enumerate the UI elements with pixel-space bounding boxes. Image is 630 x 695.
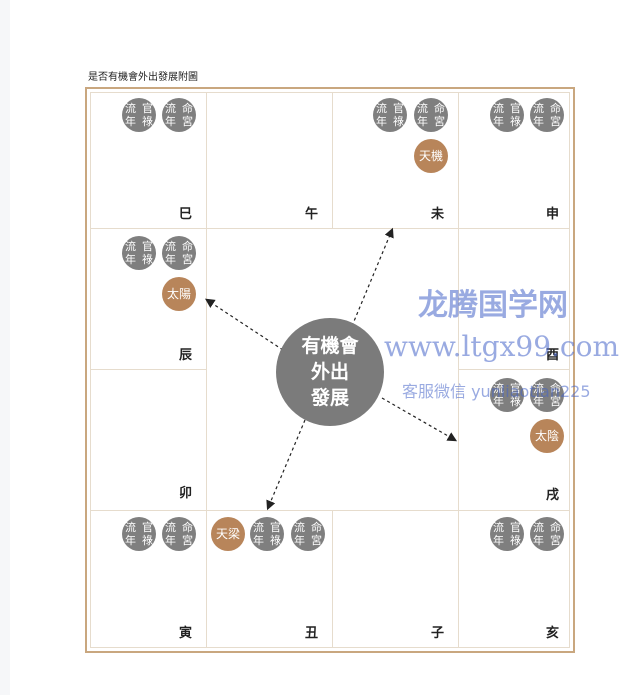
watermark-url: www.ltgx99.com xyxy=(384,330,620,363)
chart-outer-frame xyxy=(85,87,575,653)
badge-liunian-minggong: 流年命宮 xyxy=(530,98,564,132)
branch-label-chou: 丑 xyxy=(305,626,319,641)
badge-liunian-guanlu: 流年官祿 xyxy=(490,517,524,551)
arrow-to-wei xyxy=(351,227,394,327)
watermark-title: 龙腾国学网 xyxy=(418,288,568,323)
badge-liunian-guanlu: 流年官祿 xyxy=(122,236,156,270)
arrow-to-chen xyxy=(204,298,284,351)
center-line-1: 有機會 xyxy=(301,335,359,357)
badge-liunian-guanlu: 流年官祿 xyxy=(490,378,524,412)
branch-label-you: 酉 xyxy=(546,348,560,363)
star-tianliang: 天梁 xyxy=(211,517,245,551)
arrow-to-chou xyxy=(266,419,306,511)
badge-liunian-guanlu: 流年官祿 xyxy=(490,98,524,132)
badge-liunian-minggong: 流年命宮 xyxy=(414,98,448,132)
branch-label-si: 巳 xyxy=(179,207,193,222)
branch-label-xu: 戌 xyxy=(546,488,560,503)
watermark-contact: 客服微信 yunliaotian225 xyxy=(402,382,591,401)
badge-liunian-minggong: 流年命宮 xyxy=(291,517,325,551)
branch-label-hai: 亥 xyxy=(546,626,560,641)
star-taiyang: 太陽 xyxy=(162,277,196,311)
center-line-3: 發展 xyxy=(310,387,349,409)
badge-liunian-guanlu: 流年官祿 xyxy=(250,517,284,551)
badge-liunian-minggong: 流年命宮 xyxy=(162,517,196,551)
badge-liunian-guanlu: 流年官祿 xyxy=(122,517,156,551)
badge-liunian-guanlu: 流年官祿 xyxy=(373,98,407,132)
branch-label-yin: 寅 xyxy=(179,626,193,641)
badge-liunian-guanlu: 流年官祿 xyxy=(122,98,156,132)
center-line-2: 外出 xyxy=(310,361,349,383)
badge-liunian-minggong: 流年命宮 xyxy=(162,236,196,270)
badge-liunian-minggong: 流年命宮 xyxy=(530,517,564,551)
branch-label-wu: 午 xyxy=(305,207,319,222)
branch-label-chen: 辰 xyxy=(179,348,193,363)
badge-liunian-minggong: 流年命宮 xyxy=(162,98,196,132)
star-tianji: 天機 xyxy=(414,139,448,173)
arrow-to-xu xyxy=(381,397,458,442)
branch-label-shen: 申 xyxy=(546,207,560,222)
badge-liunian-minggong: 流年命宮 xyxy=(530,378,564,412)
branch-label-zi: 子 xyxy=(431,626,445,641)
star-taiyin: 太陰 xyxy=(530,419,564,453)
branch-label-mao: 卯 xyxy=(179,486,193,501)
figure-caption: 是否有機會外出發展附圖 xyxy=(88,72,198,83)
palace-hai xyxy=(458,510,570,648)
center-topic-circle: 有機會外出發展 xyxy=(276,318,384,426)
branch-label-wei: 未 xyxy=(431,207,445,222)
